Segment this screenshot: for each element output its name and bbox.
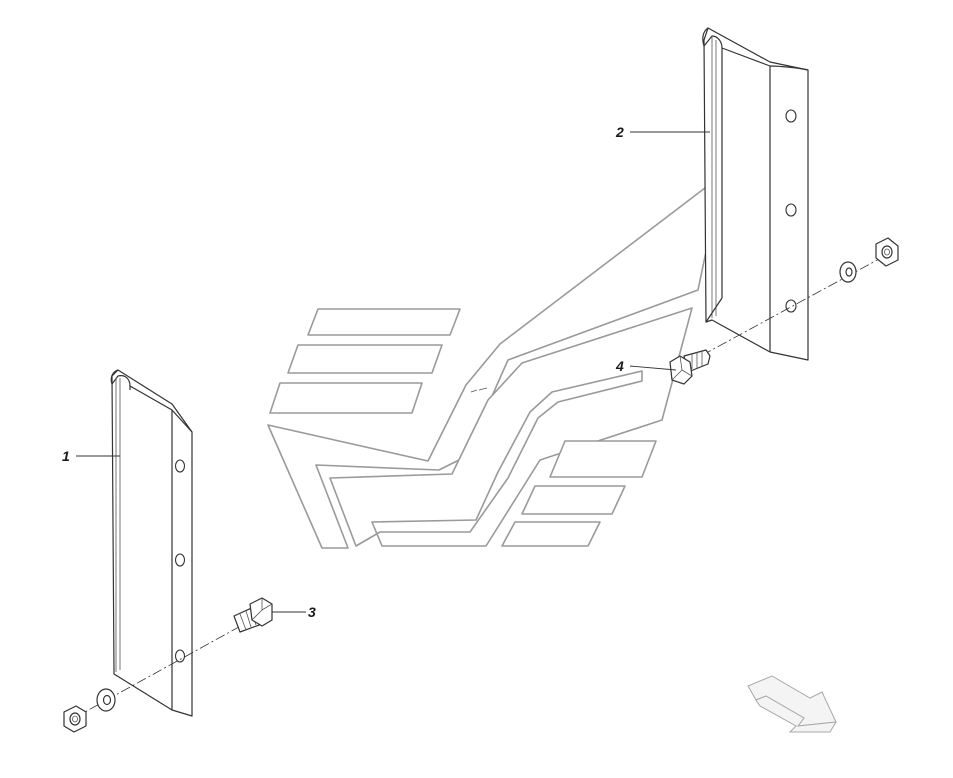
assembly-axis-right (685, 251, 893, 365)
callout-4-leader (629, 365, 677, 371)
watermark-logo (267, 174, 723, 549)
nut-icon (63, 705, 87, 733)
callout-2-label: 2 (615, 124, 624, 140)
bolt-icon (233, 597, 273, 633)
callout-1-label: 1 (62, 448, 70, 464)
nut-icon (875, 237, 899, 267)
direction-arrow-icon (747, 675, 837, 733)
bolt-icon (669, 349, 711, 385)
washer-icon (839, 261, 857, 283)
callout-3-label: 3 (308, 604, 316, 620)
right-bracket (702, 27, 809, 361)
left-bracket (110, 369, 193, 717)
callout-4-label: 4 (615, 358, 624, 374)
washer-icon (96, 688, 116, 712)
